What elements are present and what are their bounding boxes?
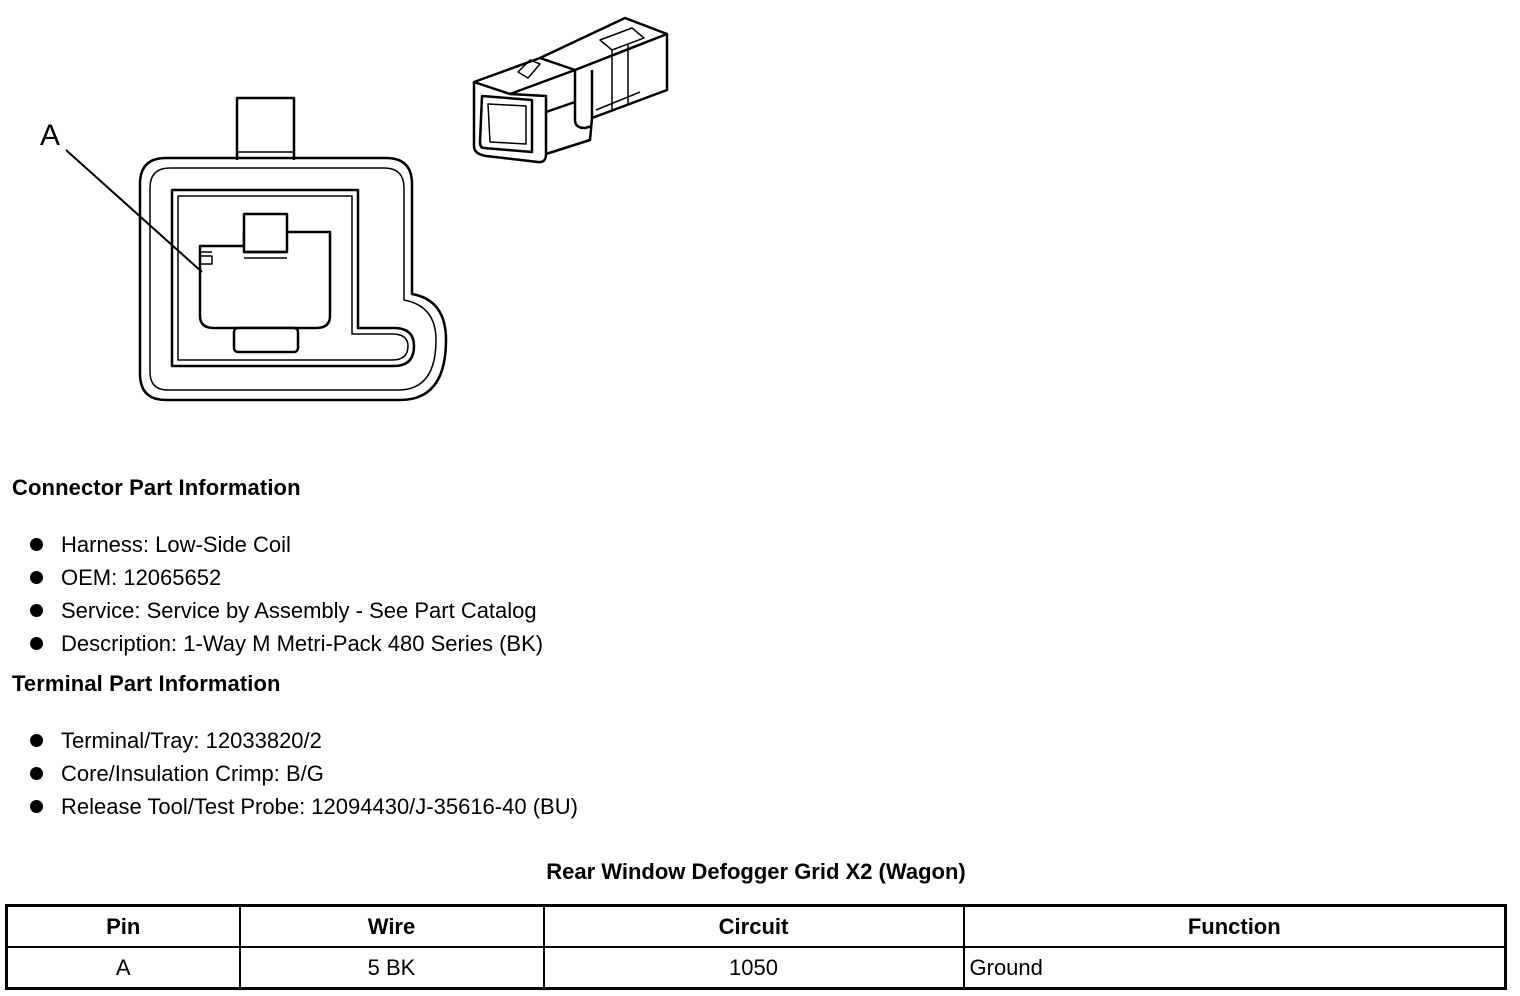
bullet-icon <box>30 538 43 551</box>
connector-cavity <box>170 188 416 368</box>
column-header-wire: Wire <box>238 904 545 948</box>
connector-part-info-heading: Connector Part Information <box>12 475 301 500</box>
list-item: Description: 1-Way M Metri-Pack 480 Seri… <box>30 627 543 660</box>
terminal-part-info-list: Terminal/Tray: 12033820/2 Core/Insulatio… <box>30 724 578 823</box>
bullet-icon <box>30 734 43 747</box>
table-title: Rear Window Defogger Grid X2 (Wagon) <box>546 859 966 884</box>
connector-diagram: A <box>40 16 669 402</box>
bullet-icon <box>30 767 43 780</box>
column-header-circuit: Circuit <box>542 904 965 948</box>
terminal-part-info-heading: Terminal Part Information <box>12 671 281 696</box>
bullet-icon <box>30 604 43 617</box>
callout-label-a: A <box>40 119 60 152</box>
connector-housing-outer <box>138 156 448 402</box>
bullet-icon <box>30 571 43 584</box>
pinout-table: Pin Wire Circuit Function A 5 BK 1050 Gr… <box>5 904 1507 990</box>
connector-lock-tab <box>235 96 296 160</box>
list-item: Terminal/Tray: 12033820/2 <box>30 724 578 757</box>
bullet-icon <box>30 800 43 813</box>
column-header-function: Function <box>962 904 1507 948</box>
terminal-a <box>198 230 332 330</box>
callout-leader-line <box>65 149 203 273</box>
list-item: OEM: 12065652 <box>30 561 543 594</box>
list-item: Service: Service by Assembly - See Part … <box>30 594 543 627</box>
list-item: Core/Insulation Crimp: B/G <box>30 757 578 790</box>
bullet-icon <box>30 637 43 650</box>
table-header-row: Pin Wire Circuit Function <box>5 904 1507 948</box>
list-item: Release Tool/Test Probe: 12094430/J-3561… <box>30 790 578 823</box>
list-item: Harness: Low-Side Coil <box>30 528 543 561</box>
connector-part-info-list: Harness: Low-Side Coil OEM: 12065652 Ser… <box>30 528 543 660</box>
cell-wire: 5 BK <box>238 946 545 990</box>
cell-circuit: 1050 <box>542 946 965 990</box>
cell-pin: A <box>5 946 241 990</box>
connector-isometric-view <box>472 16 669 164</box>
table-row: A 5 BK 1050 Ground <box>5 946 1507 990</box>
column-header-pin: Pin <box>5 904 241 948</box>
cell-function: Ground <box>962 946 1507 990</box>
